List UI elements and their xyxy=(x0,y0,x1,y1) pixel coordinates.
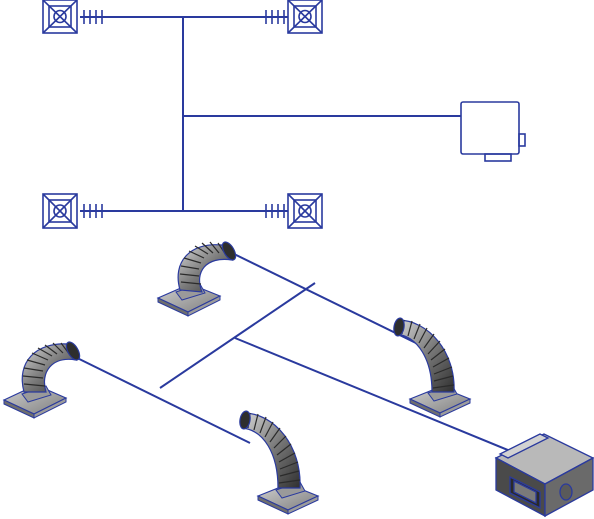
iso-flex-diffuser-right xyxy=(393,317,472,418)
iso-duct-front-branch xyxy=(64,351,251,444)
iso-flex-diffuser-front xyxy=(239,410,320,515)
plan-diffuser-bottom-left xyxy=(42,193,103,229)
plan-view xyxy=(42,0,526,229)
plan-air-handling-unit xyxy=(460,101,526,162)
plan-diffuser-top-left xyxy=(42,0,103,34)
iso-flex-diffuser-left xyxy=(2,341,81,419)
iso-flex-diffuser-back xyxy=(156,241,237,317)
plan-diffuser-bottom-right xyxy=(265,193,323,229)
iso-duct-back-branch xyxy=(229,251,421,346)
iso-air-handling-unit xyxy=(494,433,594,518)
plan-diffuser-top-right xyxy=(265,0,323,34)
iso-duct-main-run xyxy=(234,337,521,456)
isometric-view xyxy=(2,241,594,518)
iso-duct-trunk xyxy=(159,282,316,389)
